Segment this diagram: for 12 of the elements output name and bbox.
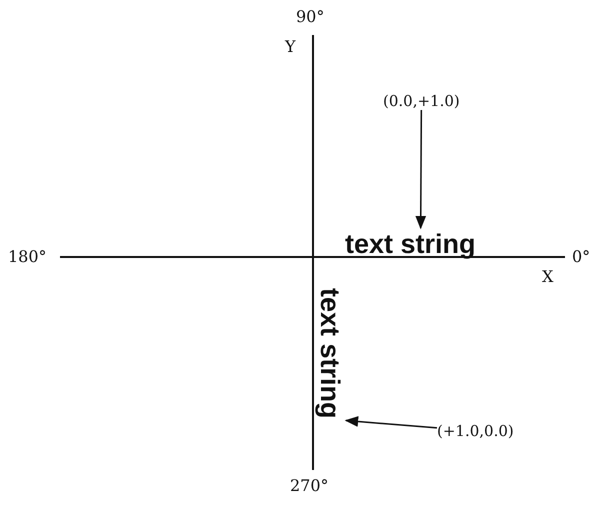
axis-label: Y (285, 38, 296, 56)
vertical-text-string: text string (316, 288, 344, 419)
angle-label: 90° (296, 8, 324, 26)
angle-label: 180° (8, 248, 47, 266)
axis-label: X (542, 268, 554, 286)
angle-label: 0° (572, 248, 590, 266)
leader-arrow (415, 110, 426, 230)
angle-label: 270° (290, 477, 329, 495)
coordinate-label: (0.0,+1.0) (383, 92, 460, 110)
coordinate-label: (+1.0,0.0) (437, 422, 514, 440)
horizontal-text-string: text string (345, 230, 476, 258)
leader-arrow (344, 416, 438, 429)
